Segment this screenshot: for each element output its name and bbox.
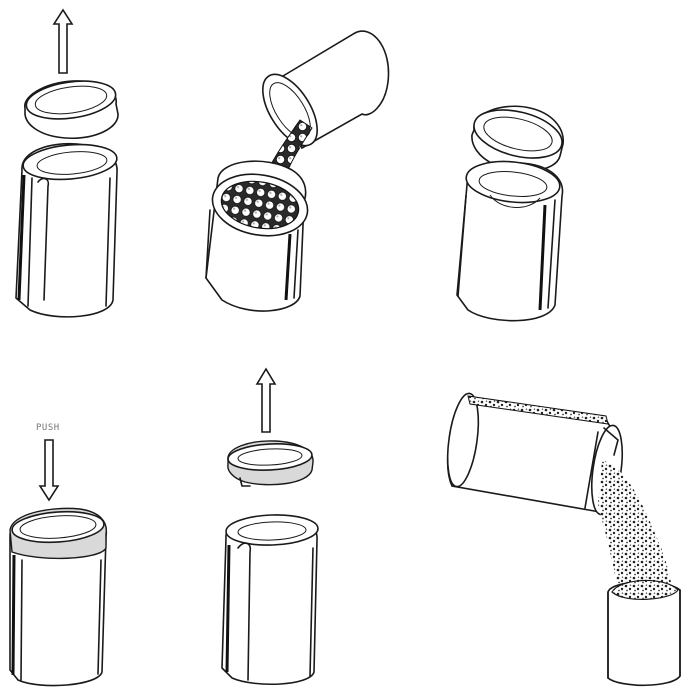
step-6-pour-granules-out <box>443 392 680 686</box>
arrow-up-icon <box>54 10 72 73</box>
step-4-push-lid-down <box>10 440 106 686</box>
receiving-cup <box>608 580 680 685</box>
step-3-replace-lid <box>457 102 567 321</box>
granules-icon <box>598 460 674 600</box>
step-1-remove-lid <box>16 10 118 317</box>
source-canister <box>252 31 389 154</box>
arrow-down-icon <box>40 440 58 500</box>
lid <box>24 76 118 138</box>
container <box>16 141 118 317</box>
step-5-remove-lid <box>222 369 318 684</box>
container <box>222 513 318 684</box>
push-label: PUSH <box>36 423 60 433</box>
arrow-up-icon <box>257 369 275 432</box>
container <box>206 161 312 311</box>
lid <box>227 441 313 486</box>
step-2-pour-beads-in <box>206 31 389 311</box>
lid-icon <box>469 102 567 171</box>
container <box>457 157 563 320</box>
container <box>10 508 106 685</box>
